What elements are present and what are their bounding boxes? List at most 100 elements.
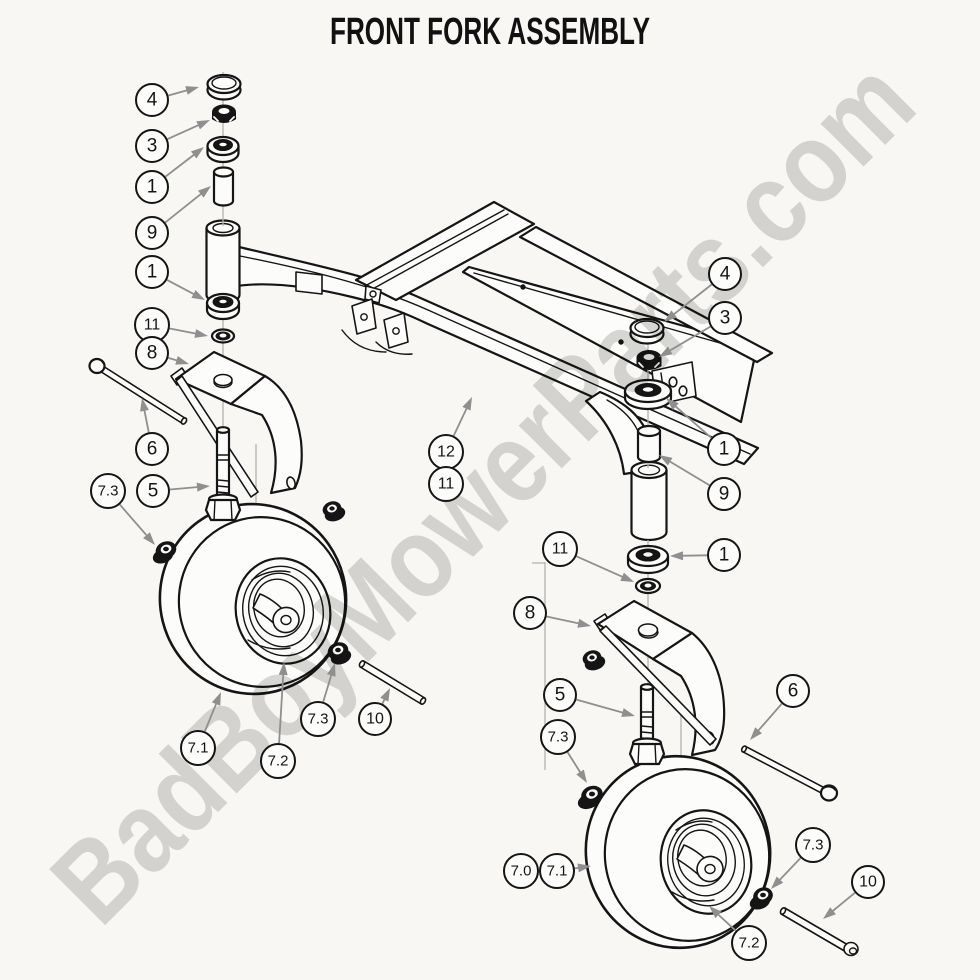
callout-leader-line [164,151,198,178]
left-axle-tube [358,660,427,705]
callout-5[interactable]: 5 [136,474,210,508]
callout-balloon[interactable] [707,432,741,466]
callout-label: 7.0 [511,863,532,880]
callout-7.2[interactable]: 7.2 [709,906,767,961]
callout-label: 7.2 [739,935,760,952]
callout-label: 6 [147,439,158,460]
callout-balloon[interactable] [731,925,767,961]
callout-label: 9 [147,223,158,244]
right-spindle-tube [630,460,668,542]
callout-11[interactable]: 11 [134,307,208,343]
callout-7.3[interactable]: 7.3 [90,473,155,545]
callout-balloon[interactable] [513,596,547,630]
callout-balloon[interactable] [708,301,742,335]
callout-balloon[interactable] [795,827,831,863]
callout-4[interactable]: 4 [664,257,742,322]
callout-5[interactable]: 5 [543,678,635,717]
callout-4[interactable]: 4 [135,83,199,117]
callout-10[interactable]: 10 [358,688,392,736]
callout-label: 11 [552,541,569,558]
callout-6[interactable]: 6 [750,674,810,740]
callout-label: 1 [719,545,730,566]
left-wheel-bearing-inner [327,642,352,665]
callout-balloon[interactable] [428,466,464,502]
callout-balloon[interactable] [707,538,741,572]
right-caster-assembly [577,317,859,957]
callout-balloon[interactable] [135,216,169,250]
callout-1[interactable]: 1 [670,538,741,572]
callout-leader-line [666,325,711,354]
callout-balloon[interactable] [707,477,741,511]
callout-balloon[interactable] [776,674,810,708]
callout-12[interactable]: 12 [428,397,472,470]
callout-balloon[interactable] [135,129,169,163]
callout-balloon[interactable] [300,701,336,737]
callout-balloon[interactable] [708,257,742,291]
callout-balloon[interactable] [542,531,578,567]
callout-label: 7.3 [308,711,329,728]
callout-balloon[interactable] [539,853,575,889]
callout-leader-line [576,698,627,715]
frame-weldment [205,200,774,542]
callout-7.3[interactable]: 7.3 [300,663,336,737]
callout-arrowhead-icon [140,398,149,412]
callout-11[interactable]: 11 [542,531,634,582]
callout-balloon[interactable] [260,743,296,779]
callout-arrowhead-icon [462,397,472,411]
callout-3[interactable]: 3 [135,120,210,163]
callout-label: 4 [720,264,731,285]
callout-label: 1 [147,177,158,198]
callout-9[interactable]: 9 [135,186,211,250]
callout-leader-line [566,751,583,776]
right-spacer [636,424,662,464]
callout-balloon[interactable] [90,473,126,509]
left-upper-bearing [206,135,240,164]
left-flange-nut [322,501,346,522]
callout-1[interactable]: 1 [666,398,741,466]
callout-1[interactable]: 1 [135,255,205,300]
callout-balloon[interactable] [135,432,169,466]
callout-arrowhead-icon [670,551,684,561]
callout-balloon[interactable] [135,336,169,370]
callout-leader-line [452,404,469,437]
callout-7.1[interactable]: 7.1 [180,692,221,766]
callout-balloon[interactable] [180,730,216,766]
callout-7.3[interactable]: 7.3 [771,827,831,889]
callout-10[interactable]: 10 [823,865,885,919]
callout-3[interactable]: 3 [659,301,742,357]
callout-label: 10 [859,874,877,891]
callout-label: 5 [555,685,566,706]
callout-8[interactable]: 8 [135,336,189,370]
callout-7.3[interactable]: 7.3 [540,719,587,783]
callout-label: 5 [148,481,159,502]
callout-arrowhead-icon [211,692,221,706]
right-lock-nut [636,350,662,370]
callout-1[interactable]: 1 [135,147,204,204]
callout-leader-line [169,327,200,336]
callout-balloon[interactable] [358,702,392,736]
callout-balloon[interactable] [540,719,576,755]
callout-balloon[interactable] [543,678,577,712]
callout-arrowhead-icon [185,86,199,95]
callout-9[interactable]: 9 [659,455,741,511]
callout-balloon[interactable] [135,170,169,204]
callout-balloon[interactable] [851,865,885,899]
callout-11[interactable]: 11 [428,466,464,502]
callout-balloon[interactable] [136,474,170,508]
callout-8[interactable]: 8 [513,596,591,630]
callout-6[interactable]: 6 [135,398,169,466]
right-flange-nut [582,650,606,671]
callout-balloon[interactable] [135,255,169,289]
callout-arrowhead-icon [750,727,762,740]
callout-balloon[interactable] [135,83,169,117]
callout-7.0[interactable]: 7.0 [503,853,539,889]
callout-arrowhead-icon [577,618,591,628]
callout-leader-line [755,703,783,734]
callout-balloon[interactable] [503,853,539,889]
callout-arrowhead-icon [664,310,677,322]
callout-7.1[interactable]: 7.1 [539,853,591,889]
left-wheel [158,502,348,696]
right-axle-bolt [740,745,839,802]
callout-7.2[interactable]: 7.2 [260,662,296,779]
